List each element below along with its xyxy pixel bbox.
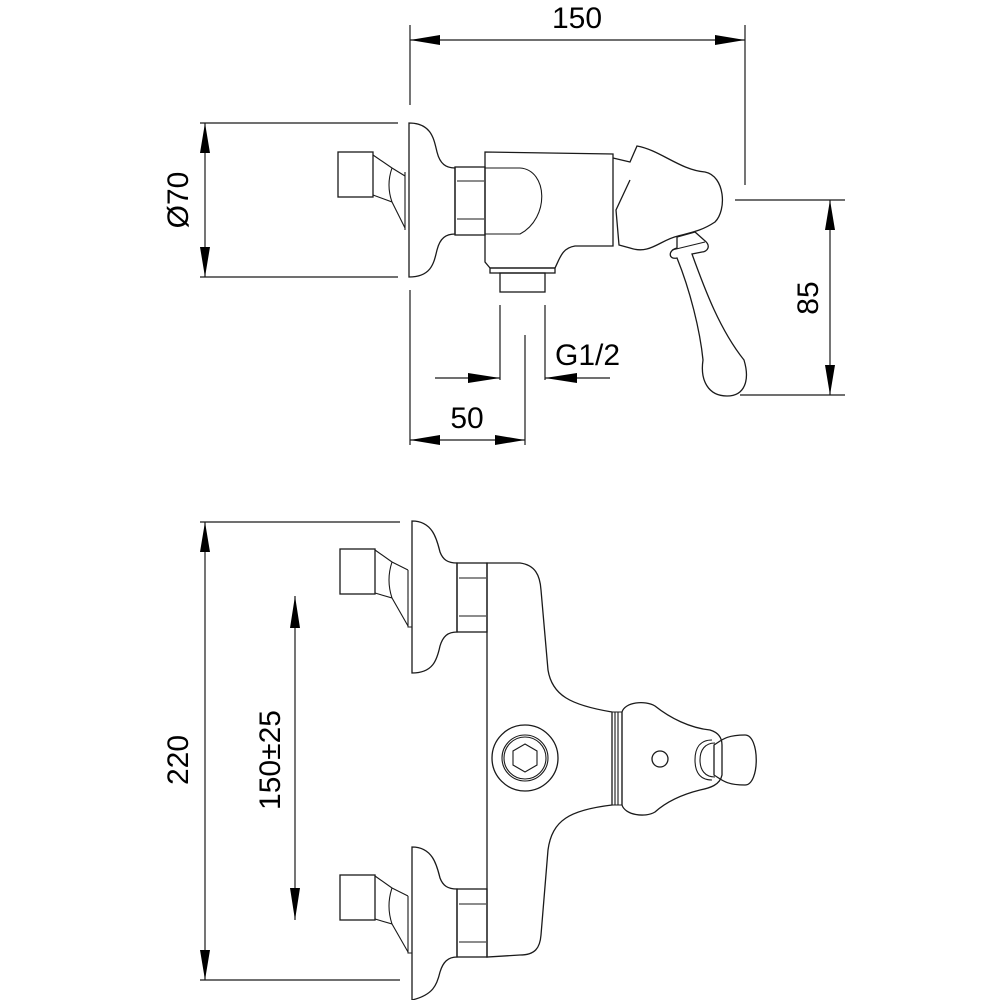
dim-g12-label: G1/2 [555,339,620,372]
front-inlet-bottom [339,846,488,1000]
side-body [484,151,614,269]
dim-220-label: 220 [162,735,195,785]
front-body [486,562,613,958]
dim-85: 85 [735,199,845,396]
side-inlet [337,151,406,230]
front-lever-housing [621,701,723,816]
dim-85-label: 85 [792,281,825,314]
set-screw [651,750,669,768]
dim-150-25-label: 150±25 [254,710,287,810]
dim-diameter-70: Ø70 [162,122,398,278]
dim-150-label: 150 [552,2,602,35]
side-escutcheon [408,122,456,278]
hex-socket-port [491,724,559,792]
dim-50-label: 50 [450,402,483,435]
dim-150: 150 [409,2,746,185]
dim-220: 220 [162,521,400,981]
side-lever-housing [612,145,724,251]
dim-150-25: 150±25 [254,596,300,920]
front-lever-knob [713,734,757,786]
dim-diameter-70-label: Ø70 [162,172,195,229]
side-outlet [499,272,546,293]
front-inlet-top [339,520,488,674]
collar [612,711,623,806]
dim-50: 50 [409,290,526,445]
side-lever [669,231,748,397]
front-view [339,520,757,1000]
dim-g12: G1/2 [435,305,620,383]
side-view [337,122,748,397]
side-nut [454,166,486,236]
